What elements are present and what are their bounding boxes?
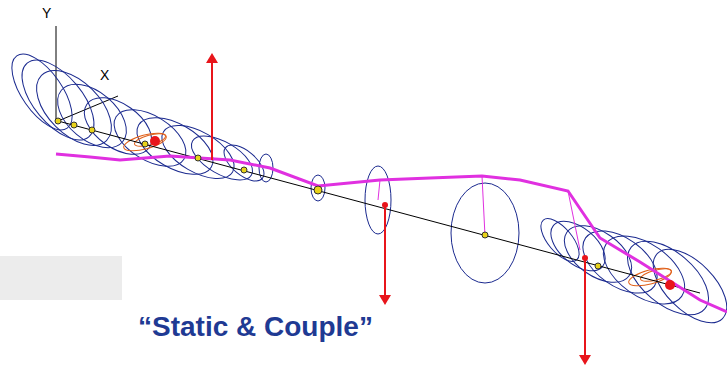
orbit-ellipses: [0, 44, 727, 335]
shaft-centerline: [58, 121, 700, 293]
mode-links: [318, 176, 580, 250]
station-dots: [55, 118, 601, 269]
axis-label: Y: [40, 6, 53, 21]
x-axis: [58, 96, 118, 121]
bearing-orbits: [122, 130, 673, 290]
mode-shape: [56, 154, 727, 312]
mass-dots: [150, 136, 675, 290]
axis-label: X: [98, 68, 111, 83]
y-axis: [56, 26, 57, 122]
caption-label: “Static & Couple”: [136, 312, 375, 343]
grey-panel: [0, 256, 122, 300]
